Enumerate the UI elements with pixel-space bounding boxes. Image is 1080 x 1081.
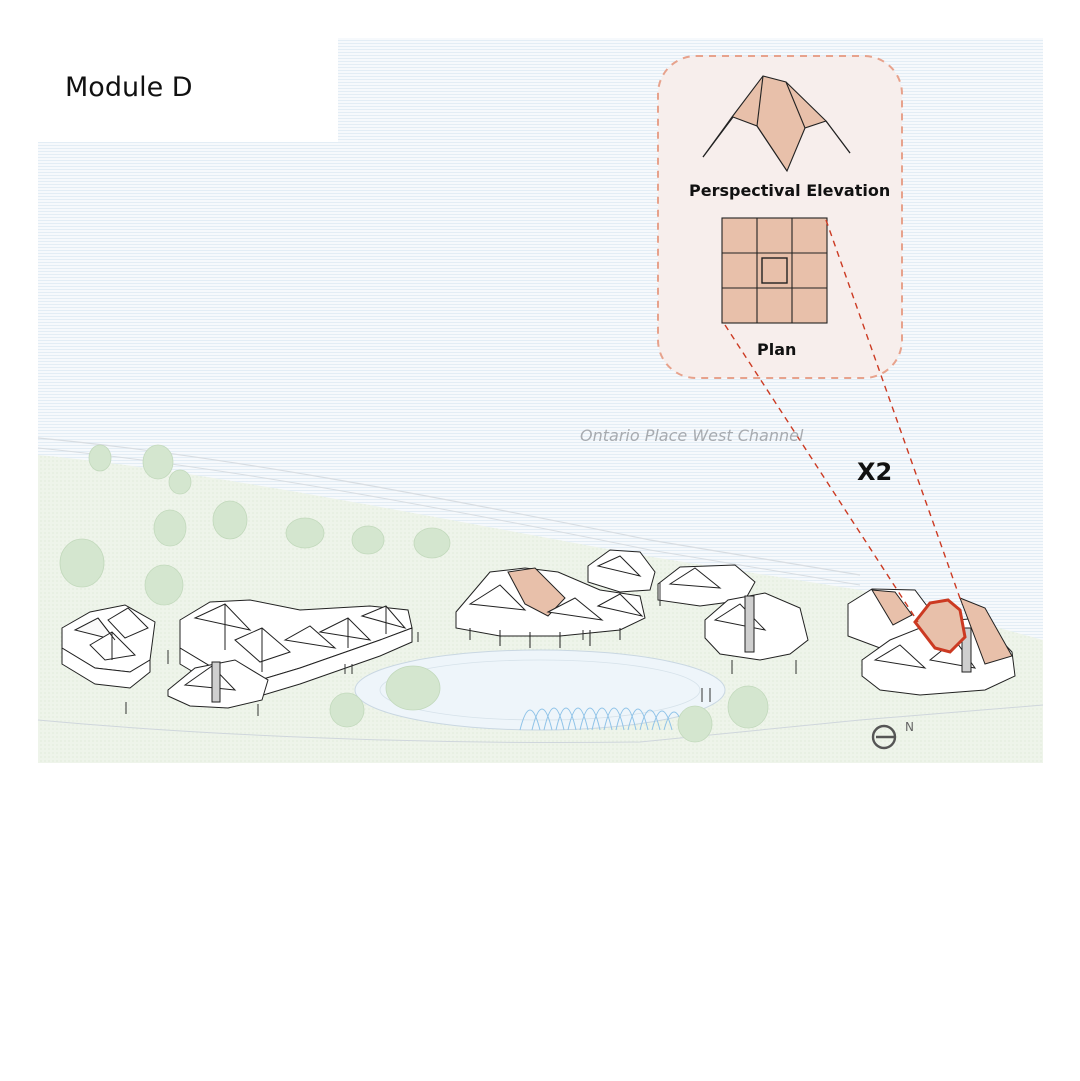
channel-label: Ontario Place West Channel: [580, 426, 804, 445]
plan-drawing: [721, 217, 828, 324]
north-arrow-icon: [871, 724, 897, 750]
people: [125, 582, 797, 716]
pavilion-small: [167, 659, 269, 709]
leader-lines: [724, 219, 963, 623]
pavilion-left: [61, 604, 156, 689]
module-title: Module D: [65, 72, 193, 103]
elevation-drawing: [702, 75, 851, 173]
fountain: [519, 707, 685, 731]
pavilion-top: [587, 549, 656, 593]
plan-label: Plan: [757, 340, 797, 359]
north-label: N: [905, 720, 914, 734]
pavilion-right-highlighted: [847, 588, 1016, 696]
central-pond: [354, 649, 726, 731]
pavilion-center: [455, 567, 646, 648]
trees: [59, 444, 769, 743]
pavilions: [61, 549, 1016, 709]
pavilion-right-center: [657, 564, 809, 661]
elevation-label: Perspectival Elevation: [689, 181, 891, 200]
multiplier-label: X2: [857, 458, 893, 486]
